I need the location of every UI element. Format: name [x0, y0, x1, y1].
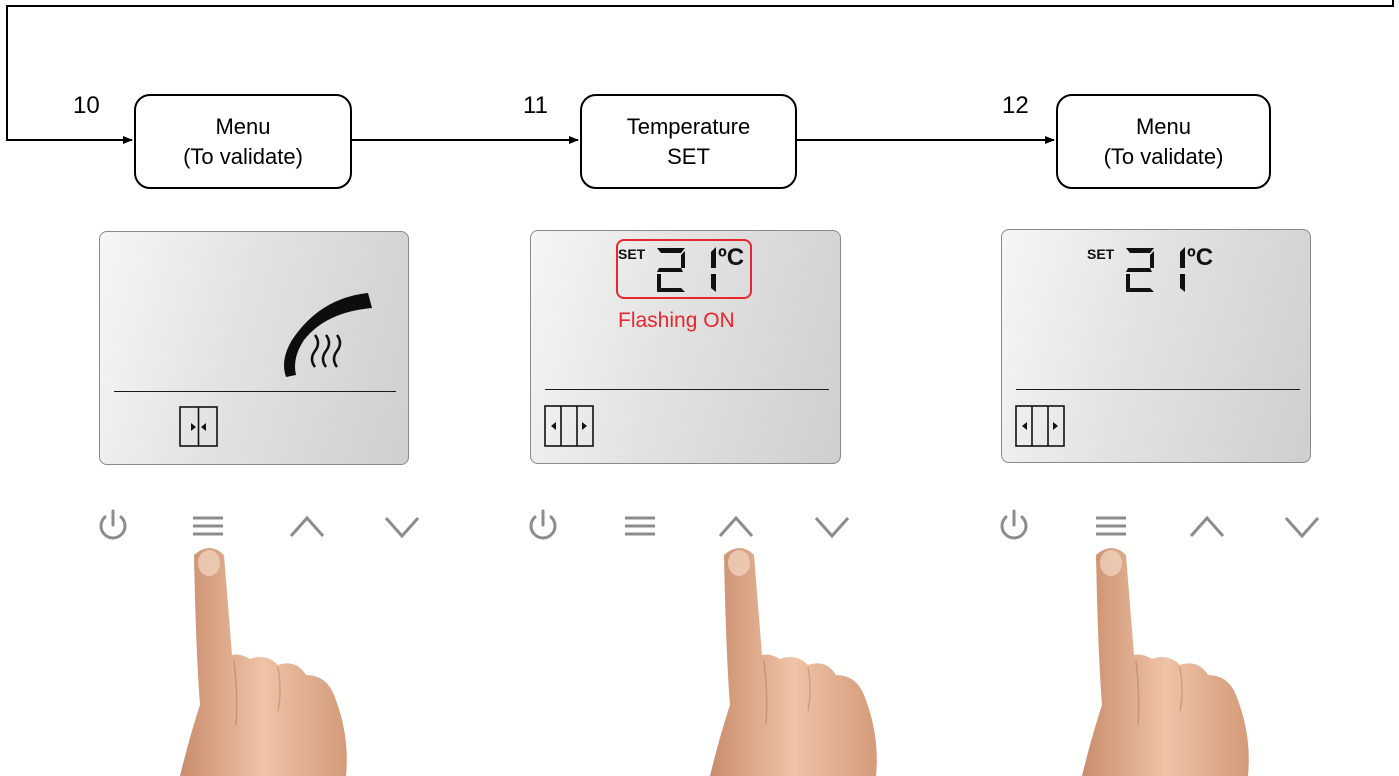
loop-back-line: [6, 0, 1394, 144]
step-box-line1: Menu: [1135, 113, 1192, 139]
mode-opening-icon: [544, 405, 594, 447]
down-icon[interactable]: [383, 512, 421, 540]
pressing-hand-icon: [180, 548, 347, 776]
up-icon[interactable]: [1188, 512, 1226, 540]
pressing-hand-icon: [1082, 548, 1249, 776]
lcd-divider: [545, 389, 829, 390]
power-icon[interactable]: [997, 508, 1031, 544]
step-box-menu-validate-2: Menu (To validate): [1056, 94, 1271, 189]
step-box-temperature-set: Temperature SET: [580, 94, 797, 189]
up-icon[interactable]: [288, 512, 326, 540]
mode-closing-icon: [179, 406, 218, 447]
menu-icon[interactable]: [190, 513, 226, 541]
temperature-digits: [1126, 247, 1185, 292]
step-box-line2: SET: [667, 143, 710, 169]
set-label: SET: [1087, 246, 1115, 262]
down-icon[interactable]: [1283, 512, 1321, 540]
step-number-10: 10: [73, 92, 100, 119]
up-icon[interactable]: [717, 512, 755, 540]
step-box-line1: Menu: [215, 113, 271, 139]
pressing-hand-icon: [710, 548, 877, 776]
lcd-divider: [1016, 389, 1300, 390]
set-label: SET: [618, 246, 646, 262]
power-icon[interactable]: [96, 508, 130, 544]
step-box-line2: (To validate): [1103, 143, 1224, 169]
flashing-highlight-frame: [616, 239, 752, 299]
step-box-line1: Temperature: [626, 113, 751, 139]
step-box-line2: (To validate): [183, 143, 303, 169]
flashing-on-label: Flashing ON: [618, 309, 735, 332]
lcd-display-temperature-set: SET ºC Flashing ON: [530, 230, 841, 464]
step-number-12: 12: [1002, 92, 1029, 119]
down-icon[interactable]: [813, 512, 851, 540]
temperature-digits: [657, 247, 716, 292]
mode-opening-icon: [1015, 405, 1065, 447]
heating-icon: [284, 293, 372, 377]
step-box-menu-validate: Menu (To validate): [134, 94, 352, 189]
temperature-unit: ºC: [718, 244, 745, 271]
menu-icon[interactable]: [622, 513, 658, 541]
power-icon[interactable]: [526, 508, 560, 544]
lcd-divider: [114, 391, 396, 392]
menu-icon[interactable]: [1093, 513, 1129, 541]
lcd-display-temperature-confirmed: SET ºC: [1001, 229, 1311, 463]
lcd-display-heating: [99, 231, 409, 465]
step-number-11: 11: [523, 92, 548, 119]
temperature-unit: ºC: [1187, 244, 1214, 271]
